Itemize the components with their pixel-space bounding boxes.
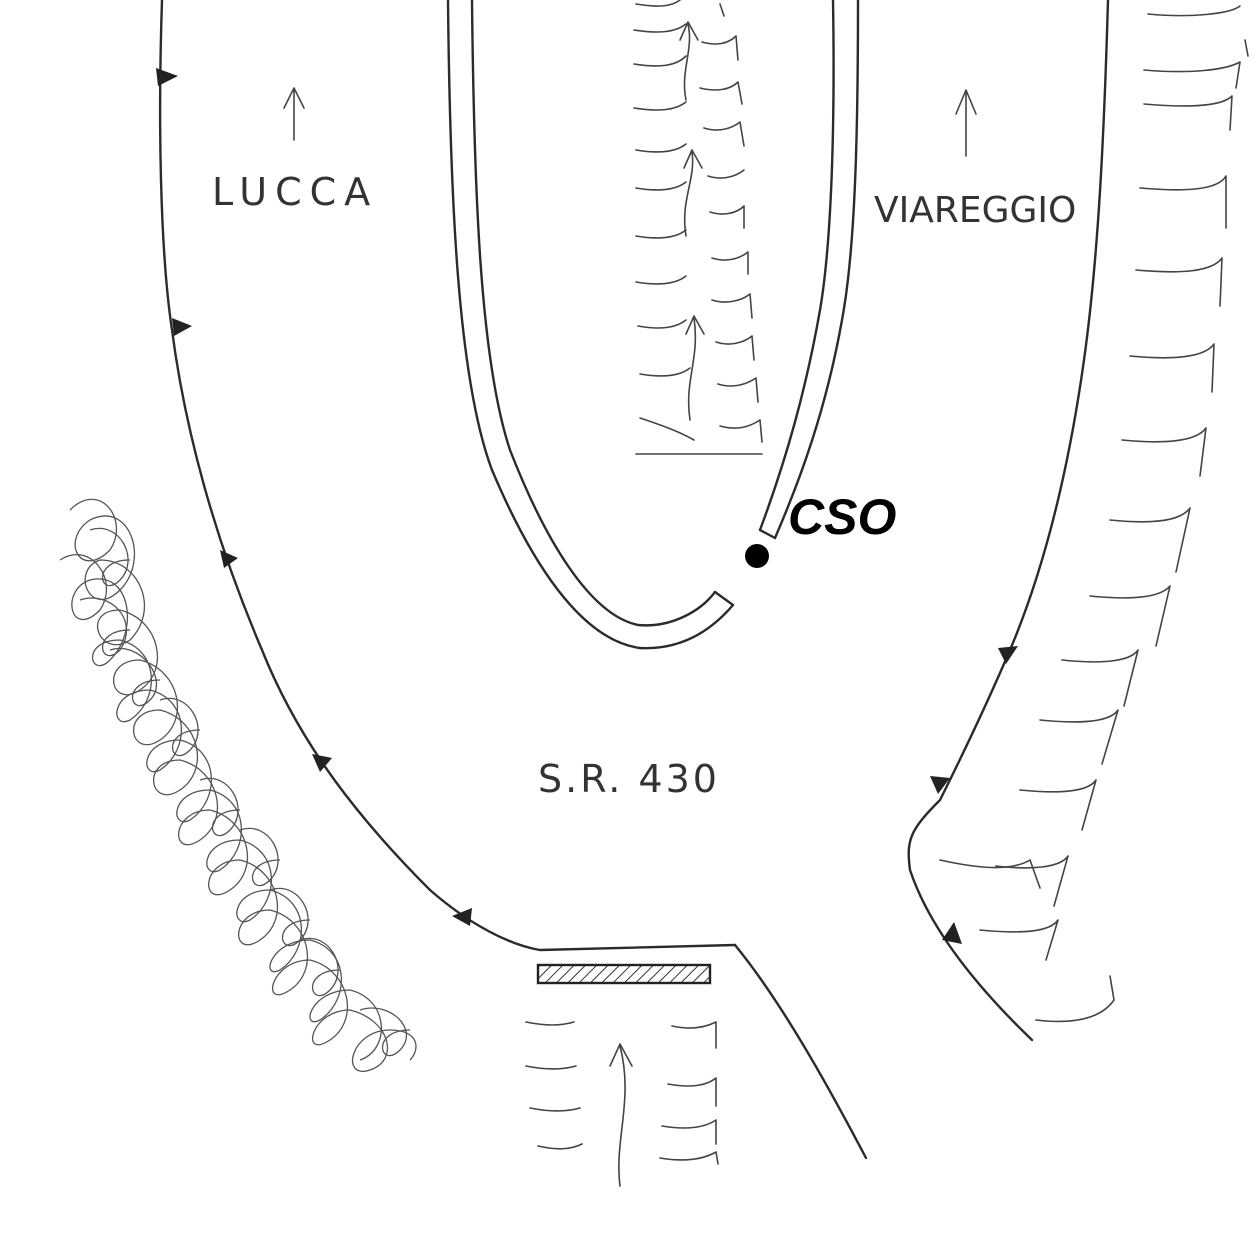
viareggio-direction-up-arrow-icon — [955, 89, 977, 157]
divider-end-cap — [758, 528, 777, 540]
road-edge-marker-icon — [172, 318, 192, 336]
lucca-direction-up-arrow-icon — [283, 87, 305, 141]
viareggio-label: VIAREGGIO — [874, 190, 1076, 231]
grass-lower-approach — [525, 1021, 719, 1165]
lower-traffic-arrow — [609, 1043, 633, 1187]
hatched-barrier-icon — [536, 963, 712, 985]
lower-right-road-edge — [733, 943, 868, 1160]
road-name-label: S.R. 430 — [538, 757, 720, 801]
left-road-edge — [158, 0, 737, 952]
median-inner-edge — [470, 0, 717, 627]
median-end-cap — [713, 590, 735, 607]
road-edge-marker-icon — [942, 922, 962, 944]
divider-left-line — [758, 0, 835, 532]
lucca-label: LUCCA — [212, 170, 378, 214]
cso-point-label: CSO — [788, 489, 896, 545]
road-edge-marker-icon — [998, 646, 1018, 664]
road-edge-marker-icon — [312, 754, 332, 772]
road-edge-marker-icon — [930, 776, 950, 794]
median-outer-edge — [446, 0, 735, 650]
road-edge-marker-icon — [452, 908, 472, 926]
grass-upper-median — [633, 0, 763, 455]
scribble-hedge-icon — [59, 498, 417, 1072]
filled-dot-icon — [745, 544, 769, 568]
median-traffic-arrows — [679, 21, 705, 421]
right-road-edge — [907, 0, 1110, 1042]
road-edge-marker-icon — [220, 550, 238, 568]
divider-right-line — [773, 0, 860, 540]
road-edge-marker-icon — [156, 68, 178, 86]
grass-right-shoulder — [939, 5, 1249, 1023]
